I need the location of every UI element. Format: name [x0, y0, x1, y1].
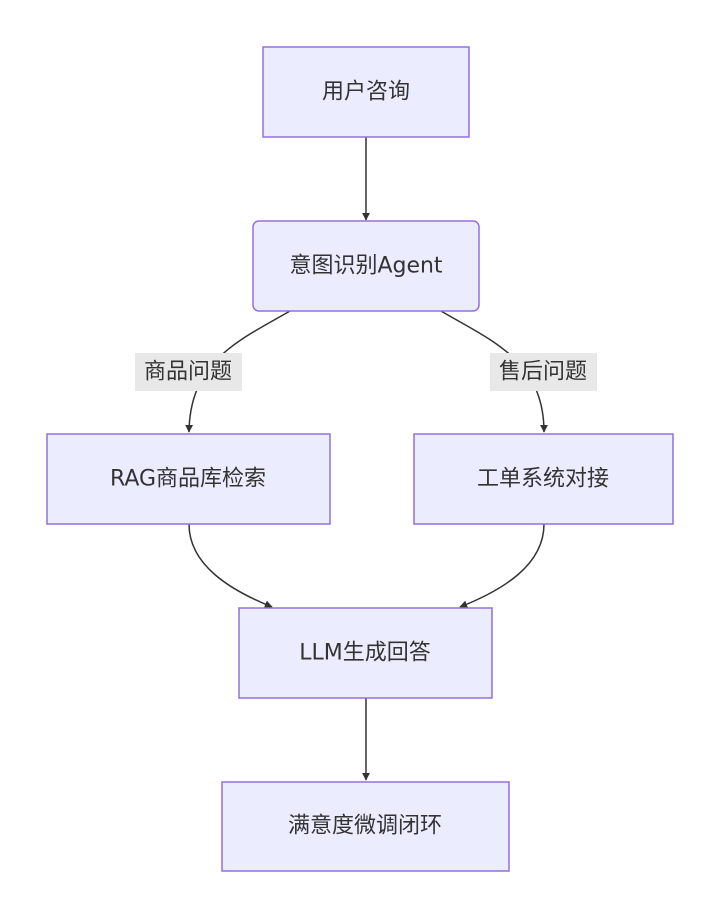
node-ticket-system-label: 工单系统对接 [477, 467, 609, 492]
edge-label-product-text: 商品问题 [144, 360, 232, 385]
edge-label-product: 商品问题 [135, 353, 242, 391]
node-user-inquiry-label: 用户咨询 [322, 80, 410, 105]
node-satisfaction-loop[interactable]: 满意度微调闭环 [221, 781, 510, 872]
edge-label-after-sales-text: 售后问题 [499, 360, 587, 385]
edge-rag-to-llm [188, 523, 273, 609]
node-satisfaction-loop-label: 满意度微调闭环 [288, 814, 442, 839]
edge-label-after-sales: 售后问题 [490, 353, 597, 391]
edge-ticket-to-llm [459, 523, 545, 609]
node-llm-answer-label: LLM生成回答 [299, 641, 431, 666]
node-rag-search[interactable]: RAG商品库检索 [46, 433, 331, 525]
node-llm-answer[interactable]: LLM生成回答 [238, 607, 493, 699]
node-rag-search-label: RAG商品库检索 [110, 467, 266, 492]
node-intent-agent[interactable]: 意图识别Agent [252, 220, 480, 312]
node-intent-agent-label: 意图识别Agent [289, 254, 442, 279]
node-user-inquiry[interactable]: 用户咨询 [262, 46, 470, 138]
node-ticket-system[interactable]: 工单系统对接 [413, 433, 674, 525]
